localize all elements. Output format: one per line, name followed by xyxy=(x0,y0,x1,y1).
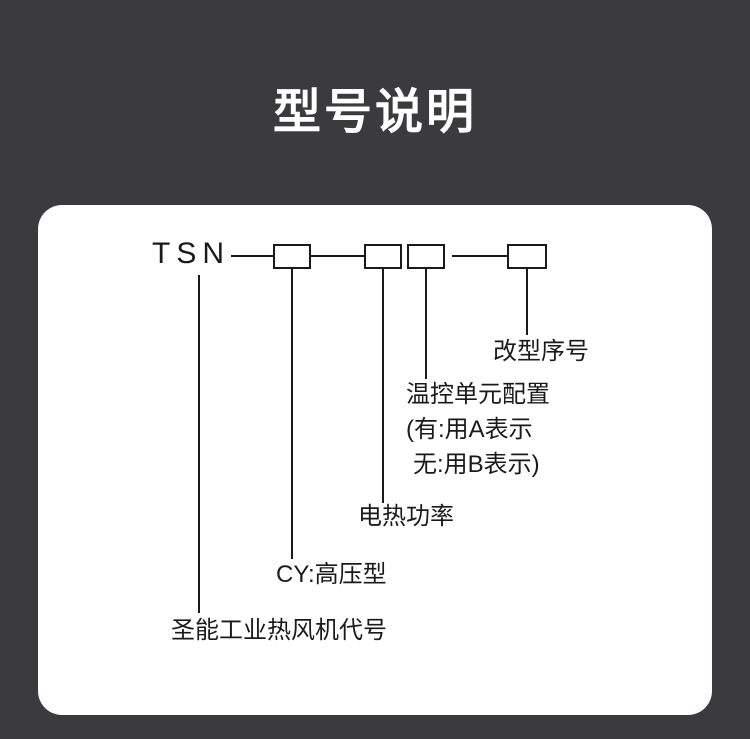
label-temp-config-line3: 无:用B表示) xyxy=(413,451,540,478)
leader-line-high-pressure xyxy=(291,269,293,559)
label-revision: 改型序号 xyxy=(493,338,589,365)
label-heating-power: 电热功率 xyxy=(358,503,454,530)
label-temp-config-line1: 温控单元配置 xyxy=(406,381,550,408)
model-prefix-text: TSN xyxy=(152,237,230,270)
horizontal-connector-3 xyxy=(452,255,507,257)
model-field-box-2 xyxy=(364,244,402,269)
leader-line-power xyxy=(382,269,384,503)
model-field-box-3 xyxy=(407,244,445,269)
label-temp-config-line2: (有:用A表示 xyxy=(406,416,533,443)
model-field-box-4 xyxy=(507,244,547,269)
leader-line-temp-config xyxy=(425,269,427,379)
leader-line-revision xyxy=(526,269,528,335)
horizontal-connector-2 xyxy=(310,255,364,257)
label-high-pressure-type: CY:高压型 xyxy=(276,561,387,588)
horizontal-connector-1 xyxy=(231,255,273,257)
leader-line-brand-code xyxy=(198,275,200,613)
model-field-box-1 xyxy=(273,244,311,269)
label-brand-code: 圣能工业热风机代号 xyxy=(171,617,387,644)
page-title: 型号说明 xyxy=(272,86,477,139)
model-diagram-card: TSN 改型序号 温控单元配置 (有:用A表示 无:用B表示) 电热功率 CY:… xyxy=(38,205,712,715)
